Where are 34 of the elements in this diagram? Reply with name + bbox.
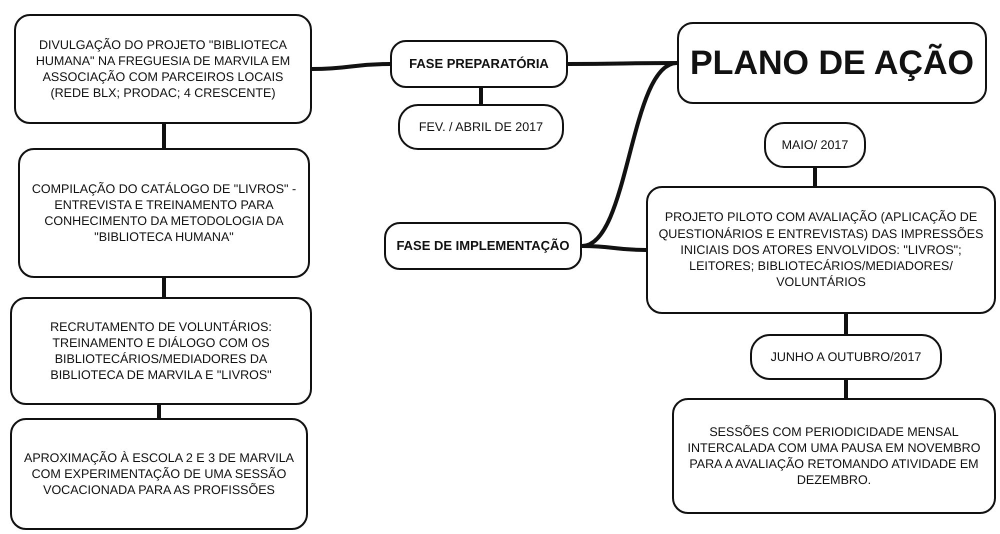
node-text: PROJETO PILOTO COM AVALIAÇÃO (APLICAÇÃO DE QUESTIONÁRIOS E ENTREVISTAS) DAS IMPRESSÕES INICIAIS DOS ATORES ENVOLVIDOS: "LIVROS"; LEITORES; BIBLIOTECÁRIOS/MEDIADORES/ VOLUNTÁRIOS: [658, 209, 984, 291]
node-text: FEV. / ABRIL DE 2017: [418, 118, 544, 136]
node-text: FASE PREPARATÓRIA: [409, 56, 549, 72]
node-text: SESSÕES COM PERIODICIDADE MENSAL INTERCALADA COM UMA PAUSA EM NOVEMBRO PARA A AVALIAÇÃO RETOMANDO ATIVIDADE EM DEZEMBRO.: [686, 424, 982, 488]
node-text: MAIO/ 2017: [782, 136, 848, 154]
node-text: FASE DE IMPLEMENTAÇÃO: [396, 238, 570, 254]
node-text: COMPILAÇÃO DO CATÁLOGO DE "LIVROS" - ENTREVISTA E TREINAMENTO PARA CONHECIMENTO DA METODOLOGIA DA "BIBLIOTECA HUMANA": [30, 180, 298, 246]
connector-line: [582, 244, 646, 252]
connector-line: [157, 405, 161, 418]
phase-box: [384, 222, 582, 270]
connector-line: [844, 314, 848, 334]
title-box: [677, 22, 987, 104]
connector-line: [568, 61, 677, 66]
task-box: [10, 418, 308, 530]
task-box: [14, 14, 312, 124]
node-text: JUNHO A OUTUBRO/2017: [770, 348, 922, 366]
connector-line: [844, 380, 848, 398]
title-text: PLANO DE AÇÃO: [690, 46, 974, 80]
node-text: APROXIMAÇÃO À ESCOLA 2 E 3 DE MARVILA COM EXPERIMENTAÇÃO DE UMA SESSÃO VOCACIONADA PARA AS PROFISSÕES: [22, 450, 295, 498]
date-box: [764, 122, 866, 168]
phase-box: [390, 40, 568, 88]
date-box: [750, 334, 942, 380]
task-box: [18, 148, 310, 278]
task-box: [646, 186, 996, 314]
node-text: RECRUTAMENTO DE VOLUNTÁRIOS: TREINAMENTO E DIÁLOGO COM OS BIBLIOTECÁRIOS/MEDIADORES DA BIBLIOTECA DE MARVILA E "LIVROS": [49, 318, 273, 384]
connector-line: [312, 62, 390, 71]
connector-line: [479, 88, 483, 104]
date-box: [398, 104, 564, 150]
task-box: [10, 297, 312, 405]
node-text: DIVULGAÇÃO DO PROJETO "BIBLIOTECA HUMANA" NA FREGUESIA DE MARVILA EM ASSOCIAÇÃO COM PARCEIROS LOCAIS (REDE BLX; PRODAC; 4 CRESCENTE): [34, 36, 292, 102]
connector-line: [813, 168, 817, 186]
connector-line: [162, 124, 166, 148]
task-box: [672, 398, 996, 514]
connector-line: [162, 278, 166, 297]
